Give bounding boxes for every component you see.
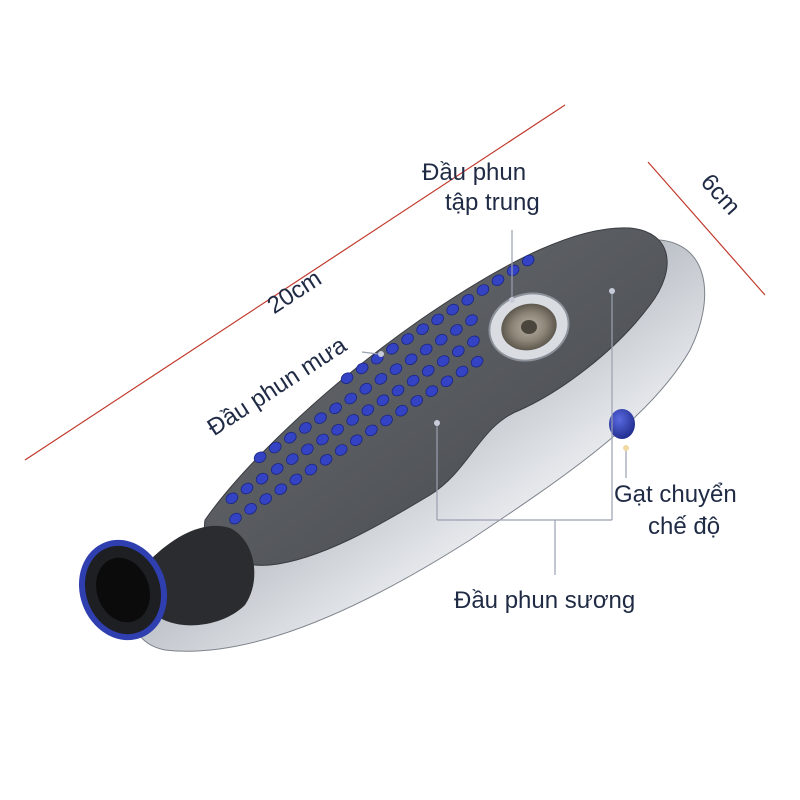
nozzle-dot xyxy=(259,493,272,505)
nozzle-dot xyxy=(401,333,414,345)
nozzle-dot xyxy=(421,365,435,377)
nozzle-dot xyxy=(380,414,393,427)
nozzle-dot xyxy=(404,353,418,366)
nozzle-dot xyxy=(431,313,444,326)
nozzle-dot xyxy=(301,443,314,456)
length-dimension-line xyxy=(24,104,566,461)
nozzle-dot xyxy=(416,323,429,335)
nozzle-dot xyxy=(470,355,484,368)
nozzle-dot xyxy=(350,434,363,446)
rain-leader-dot xyxy=(378,351,384,357)
rain-nozzles xyxy=(225,254,535,525)
nozzle-dot xyxy=(491,274,505,286)
nozzle-dot xyxy=(410,395,423,407)
nozzle-dot xyxy=(506,264,520,277)
nozzle-dot xyxy=(331,423,344,436)
nozzle-dot xyxy=(274,483,288,495)
mode-switch-lever xyxy=(609,409,635,439)
nozzle-dot xyxy=(286,453,299,465)
nozzle-dot xyxy=(365,424,378,437)
nozzle-dot xyxy=(465,314,478,326)
concentrated-nozzle xyxy=(488,292,570,362)
nozzle-dot xyxy=(359,382,373,395)
nozzle-dot xyxy=(240,482,254,495)
nozzle-dot xyxy=(316,433,329,446)
nozzle-dot xyxy=(355,362,369,375)
nozzle-dot xyxy=(467,335,480,348)
concentrated-leader-dot xyxy=(509,297,515,303)
nozzle-dot xyxy=(346,414,359,426)
nozzle-dot xyxy=(435,333,448,346)
nozzle-dot xyxy=(455,365,469,378)
nozzle-dot xyxy=(225,492,239,505)
nozzle-dot xyxy=(476,284,490,296)
nozzle-dot xyxy=(255,472,269,485)
leader-lines xyxy=(361,230,627,575)
nozzle-dot xyxy=(329,402,342,415)
nozzle-dot xyxy=(419,343,433,356)
nozzle-dot xyxy=(268,441,282,454)
nozzle-dot xyxy=(436,355,450,367)
mist-leader-dot-right xyxy=(609,288,615,294)
nozzle-dot xyxy=(391,384,405,397)
nozzle-dot xyxy=(389,363,403,375)
nozzle-dot xyxy=(425,385,439,397)
nozzle-dot xyxy=(334,444,348,456)
handle-neck xyxy=(150,525,255,626)
nozzle-dot xyxy=(452,345,465,357)
nozzle-dot xyxy=(284,431,297,444)
switch-label-line2: chế độ xyxy=(648,513,721,540)
nozzle-dot xyxy=(289,473,303,486)
nozzle-dot xyxy=(314,412,327,424)
nozzle-dot xyxy=(386,343,399,355)
nozzle-dot xyxy=(244,503,257,515)
nozzle-dot xyxy=(461,294,475,306)
nozzle-dot xyxy=(344,392,357,405)
mist-leader-dot-left xyxy=(434,420,440,426)
nozzle-dot xyxy=(253,451,267,464)
nozzle-dot xyxy=(521,254,535,267)
nozzle-dot xyxy=(229,512,242,525)
nozzle-dot xyxy=(374,373,388,385)
nozzle-dot xyxy=(446,303,459,316)
concentrated-label-line2: tập trung xyxy=(445,189,540,216)
width-dimension-line xyxy=(647,161,766,296)
nozzle-dot xyxy=(361,404,375,416)
nozzle-dot xyxy=(376,394,390,407)
switch-label-line1: Gạt chuyển xyxy=(614,481,737,508)
nozzle-dot xyxy=(395,404,408,417)
nozzle-dot xyxy=(319,454,333,466)
nozzle-dot xyxy=(340,372,354,384)
nozzle-dot xyxy=(440,375,454,388)
hose-connector xyxy=(78,539,168,641)
switch-leader-dot xyxy=(623,445,629,451)
concentrated-label-line1: Đầu phun xyxy=(422,159,527,186)
nozzle-dot xyxy=(299,422,312,434)
nozzle-dot xyxy=(270,463,284,475)
nozzle-dot xyxy=(406,374,420,387)
mist-label: Đầu phun sương xyxy=(454,587,636,614)
nozzle-dot xyxy=(450,324,463,336)
nozzle-dot xyxy=(304,463,318,476)
